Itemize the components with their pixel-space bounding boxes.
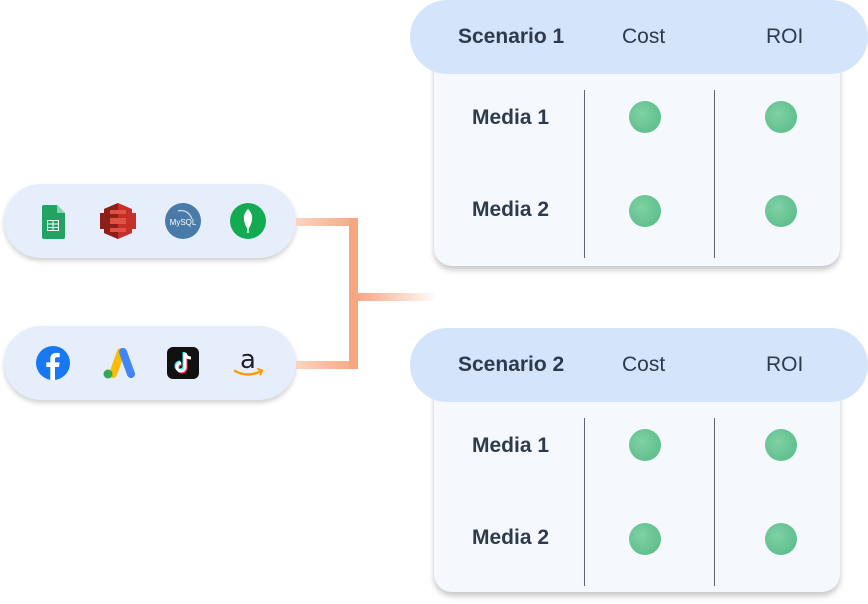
- scenario-table-body: [434, 366, 840, 592]
- connector-vertical: [349, 218, 358, 369]
- column-divider: [584, 418, 585, 586]
- mongodb-icon: [228, 201, 268, 241]
- svg-text:a: a: [240, 345, 256, 375]
- roi-indicator-dot: [765, 195, 797, 227]
- cost-column-header: Cost: [622, 25, 666, 48]
- roi-indicator-dot: [765, 429, 797, 461]
- column-divider: [714, 418, 715, 586]
- facebook-icon: [33, 343, 73, 383]
- connector-bottom: [296, 361, 358, 369]
- google-sheets-icon: [33, 201, 73, 241]
- roi-indicator-dot: [765, 101, 797, 133]
- scenario-title: Scenario 1: [458, 25, 565, 48]
- google-ads-icon: [98, 343, 138, 383]
- scenario-title: Scenario 2: [458, 353, 565, 376]
- tiktok-icon: [163, 343, 203, 383]
- roi-column-header: ROI: [766, 25, 804, 48]
- roi-indicator-dot: [765, 523, 797, 555]
- scenario-header: Scenario 1 Cost ROI: [410, 0, 868, 74]
- data-sources-pill: MySQL: [4, 184, 296, 258]
- connector-output: [358, 293, 434, 301]
- scenario-2-table: Scenario 2 Cost ROI Media 1 Media 2: [410, 328, 868, 594]
- cost-indicator-dot: [629, 101, 661, 133]
- mysql-icon: MySQL: [163, 201, 203, 241]
- cost-indicator-dot: [629, 195, 661, 227]
- row-label-media-1: Media 1: [472, 434, 550, 457]
- scenario-header: Scenario 2 Cost ROI: [410, 328, 868, 402]
- roi-column-header: ROI: [766, 353, 804, 376]
- svg-text:MySQL: MySQL: [169, 218, 196, 227]
- amazon-icon: a: [228, 343, 268, 383]
- cost-column-header: Cost: [622, 353, 666, 376]
- column-divider: [584, 90, 585, 258]
- cost-indicator-dot: [629, 429, 661, 461]
- cost-indicator-dot: [629, 523, 661, 555]
- column-divider: [714, 90, 715, 258]
- scenario-1-table: Scenario 1 Cost ROI Media 1 Media 2: [410, 0, 868, 268]
- scenario-table-body: [434, 38, 840, 266]
- row-label-media-2: Media 2: [472, 526, 550, 549]
- row-label-media-2: Media 2: [472, 198, 550, 221]
- ad-platforms-pill: a: [4, 326, 296, 400]
- aws-s3-icon: [98, 201, 138, 241]
- connector-top: [296, 218, 358, 226]
- row-label-media-1: Media 1: [472, 106, 550, 129]
